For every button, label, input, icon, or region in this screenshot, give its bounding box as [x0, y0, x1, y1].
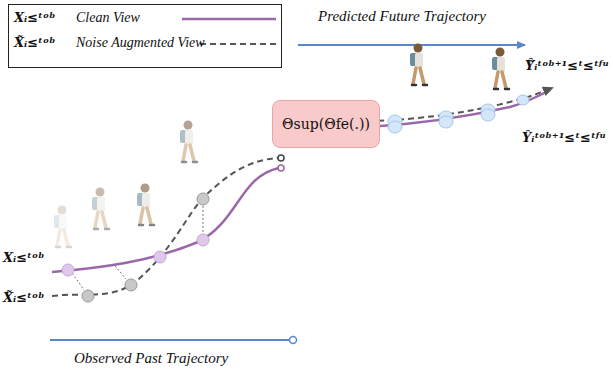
- math-symbol: Ŷᵢᵗᵒᵇ⁺¹≤ᵗ≤ᵗᶠᵘ: [522, 130, 606, 145]
- math-symbol: Xᵢ≤ᵗᵒᵇ: [14, 10, 55, 25]
- heading-label: Predicted Future Trajectory: [318, 8, 486, 25]
- box-label: Θsup(Θfe(.)): [282, 116, 370, 132]
- legend-text: Clean View: [76, 10, 140, 26]
- math-symbol: X̃ᵢ≤ᵗᵒᵇ: [14, 35, 55, 50]
- math-symbol: Xᵢ≤ᵗᵒᵇ: [3, 250, 44, 265]
- process-box: Θsup(Θfe(.)): [272, 100, 380, 148]
- math-symbol: X̃ᵢ≤ᵗᵒᵇ: [3, 290, 44, 305]
- heading-label: Observed Past Trajectory: [74, 350, 228, 367]
- legend-text: Noise Augmented View: [76, 35, 205, 51]
- math-symbol: Ŷ̃ᵢᵗᵒᵇ⁺¹≤ᵗ≤ᵗᶠᵘ: [525, 58, 609, 73]
